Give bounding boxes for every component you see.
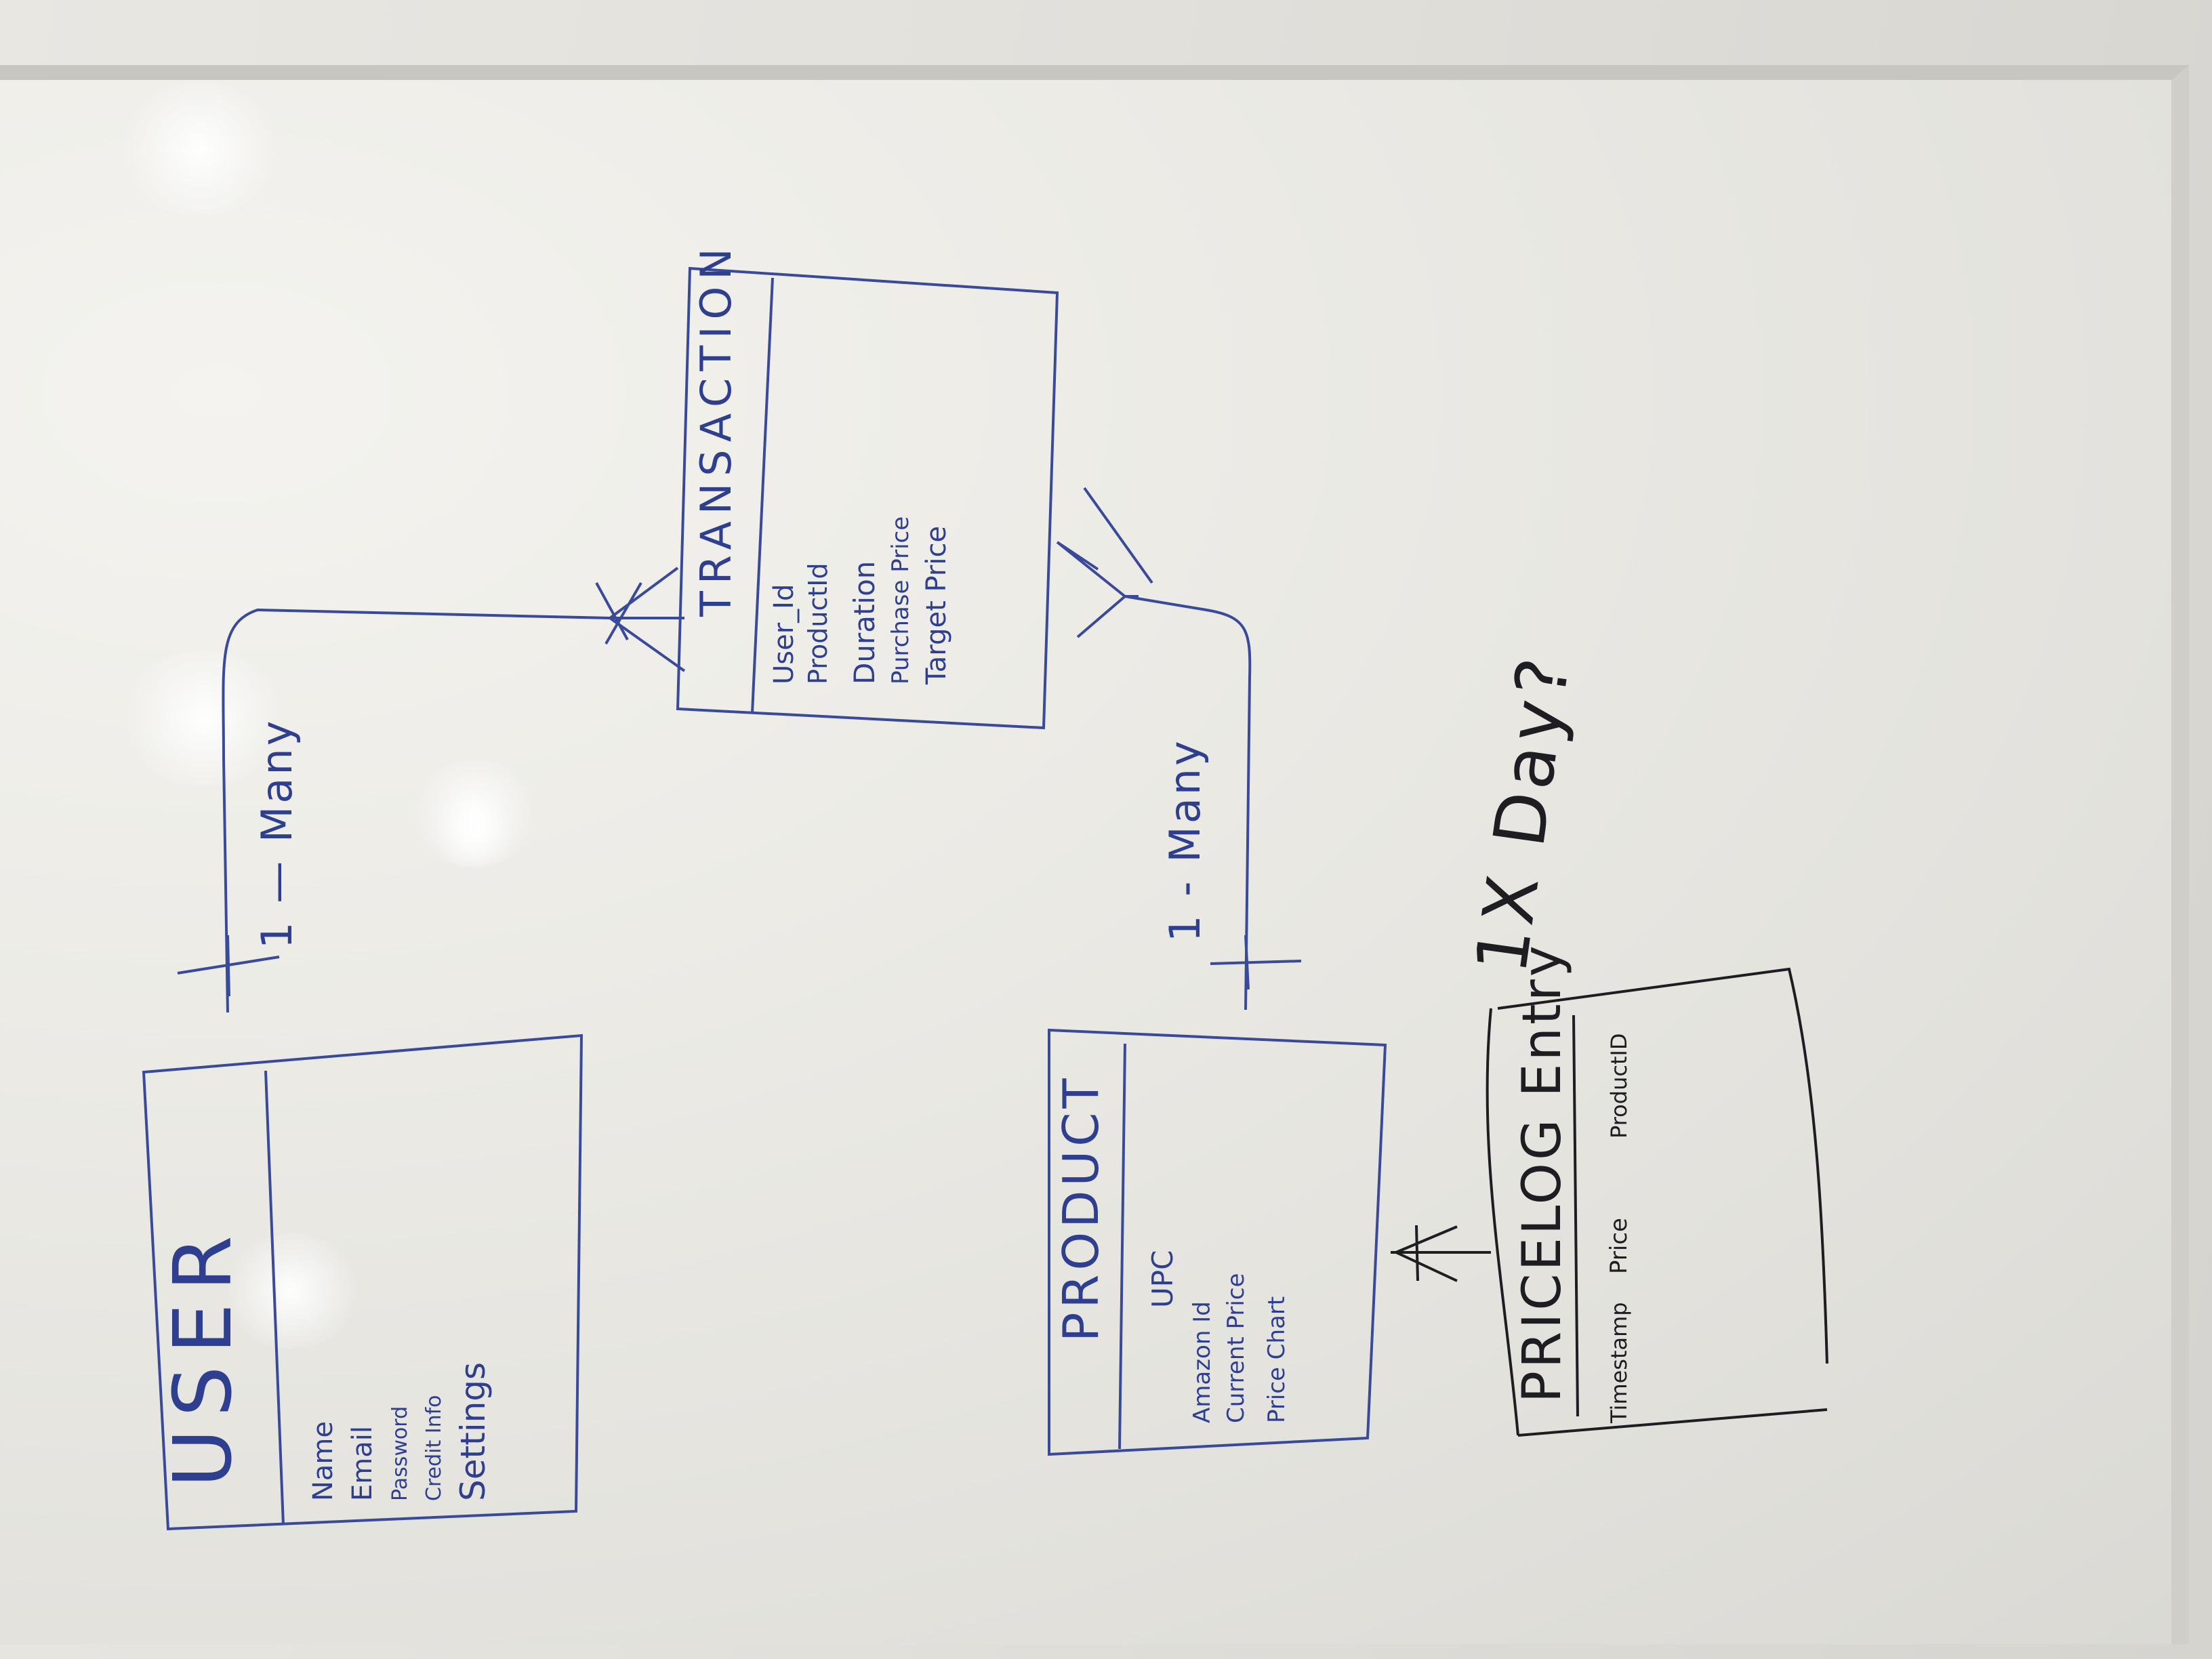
- product-entity: PRODUCT UPC Amazon Id Current Price Pric…: [1048, 1028, 1387, 1456]
- product-field: Current Price: [1223, 1273, 1250, 1423]
- product-box: [1048, 1028, 1387, 1456]
- one-marker: [1210, 935, 1302, 990]
- user-divider: [264, 1070, 285, 1525]
- pricelog-box: [1486, 967, 1828, 1437]
- transaction-field: Purchase Price: [887, 516, 914, 684]
- connector-line: [1124, 595, 1252, 1010]
- product-field: Amazon Id: [1189, 1301, 1216, 1423]
- light-glare: [122, 651, 285, 786]
- pricelog-field: ProductID: [1606, 1033, 1632, 1139]
- one-marker: [1415, 1225, 1419, 1282]
- product-field: UPC: [1146, 1250, 1179, 1308]
- transaction-field: User_Id: [769, 584, 800, 684]
- relation-product-transaction: 1 - Many: [1056, 487, 1302, 1010]
- transaction-field: Target Price: [921, 526, 952, 685]
- pricelog-title: PRICELOG Entry: [1512, 943, 1573, 1403]
- relation-product-pricelog: [1391, 1225, 1491, 1282]
- many-crowsfoot: [595, 567, 686, 672]
- user-field: Password: [388, 1406, 412, 1501]
- many-crowsfoot: [1395, 1225, 1458, 1282]
- transaction-divider: [751, 277, 774, 714]
- transaction-field: Duration: [848, 561, 881, 684]
- user-field: Name: [308, 1421, 339, 1501]
- light-glare: [434, 800, 515, 867]
- pricelog-divider: [1572, 1015, 1579, 1417]
- pricelog-field: Price: [1605, 1218, 1633, 1274]
- connector-line: [222, 608, 611, 1013]
- transaction-box: [676, 266, 1059, 730]
- user-title: USER: [156, 1223, 249, 1488]
- transaction-entity: TRANSACTION User_Id ProductId Duration P…: [676, 241, 1059, 730]
- relation-label: 1 — Many: [252, 718, 302, 949]
- product-field: Price Chart: [1263, 1296, 1290, 1423]
- transaction-field: ProductId: [803, 562, 833, 684]
- light-glare: [224, 1233, 359, 1349]
- user-entity: USER Name Email Password Credit Info Set…: [142, 1033, 583, 1531]
- relation-user-transaction: 1 — Many: [177, 567, 686, 1013]
- user-box: [142, 1033, 583, 1531]
- user-field: Credit Info: [422, 1395, 446, 1501]
- product-title: PRODUCT: [1052, 1074, 1109, 1342]
- one-marker: [177, 935, 280, 997]
- relation-label: 1 - Many: [1160, 738, 1210, 942]
- pricelog-entity: PRICELOG Entry Timestamp Price ProductID: [1486, 943, 1828, 1437]
- user-field: Settings: [453, 1362, 493, 1501]
- product-divider: [1118, 1043, 1126, 1450]
- frequency-note: 1X Day?: [1460, 649, 1586, 978]
- user-field: Email: [347, 1426, 378, 1501]
- pricelog-field: Timestamp: [1606, 1302, 1632, 1424]
- many-crowsfoot: [1056, 487, 1153, 638]
- whiteboard: [0, 65, 2189, 1644]
- light-glare: [122, 81, 278, 217]
- transaction-title: TRANSACTION: [691, 241, 741, 617]
